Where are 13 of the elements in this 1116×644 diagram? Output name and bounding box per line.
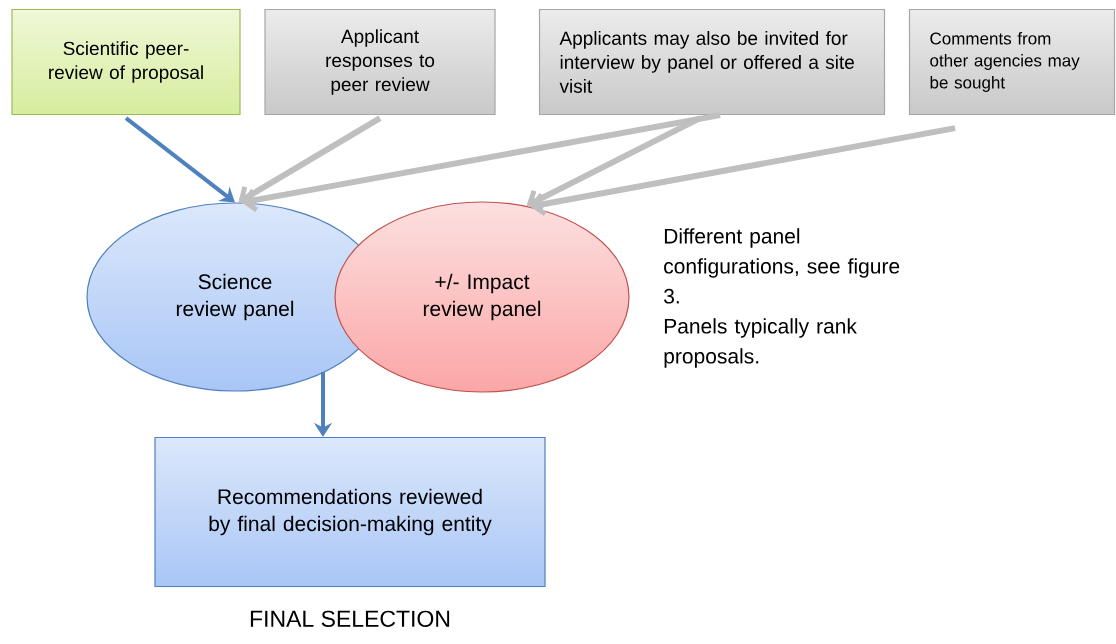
note-text: Panels typically rank proposals. [664, 318, 857, 368]
arrow [241, 112, 721, 212]
process-box: Comments from other agencies may be sought [908, 8, 1116, 116]
arrow [238, 115, 382, 207]
process-box: Applicant responses to peer review [264, 8, 496, 116]
process-box: Recommendations reviewed by final decision-making entity [154, 436, 546, 588]
process-box: Scientific peer-review of proposal [11, 8, 241, 116]
arrow [530, 125, 956, 217]
note-text: Different panel configurations, see figure 3. [664, 228, 900, 304]
node-caption: FINAL SELECTION [250, 610, 450, 627]
arrow [526, 115, 702, 212]
process-box: Applicants may also be invited for interview by panel or offered a site visit [538, 8, 886, 116]
arrow [124, 116, 235, 203]
